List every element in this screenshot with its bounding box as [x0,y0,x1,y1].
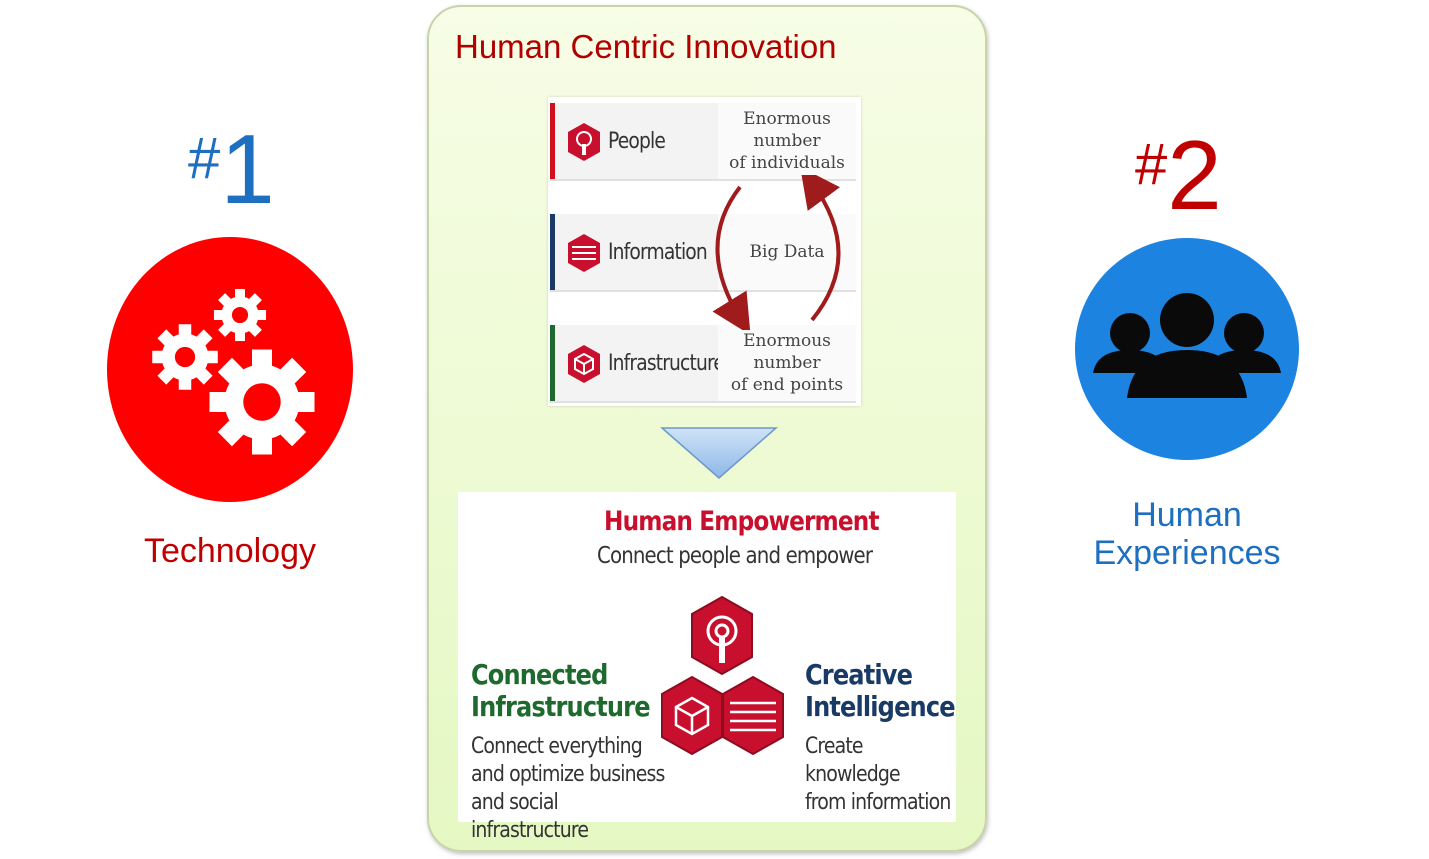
information-circuit-icon [568,234,600,272]
creative-title-line2: Intelligence [805,690,956,723]
layer-information-accent [550,214,555,290]
down-arrow-icon [660,427,778,479]
hexagon-infrastructure [661,675,723,756]
layer-people-desc-line2: of individuals [729,153,845,173]
layer-infrastructure-desc-line2: of end points [730,375,844,395]
hexagon-information [722,675,784,756]
connected-desc-line1: Connect everything [471,734,643,759]
creative-desc-line1: Create knowledge [805,734,901,787]
technology-label: Technology [143,532,316,570]
human-label-line2: Experiences [1093,534,1281,572]
technology-circle [107,237,353,502]
layer-infrastructure-label: Infrastructure [608,350,725,376]
creative-intelligence-title: Creative Intelligence [805,658,956,723]
human-experiences-label: Human Experiences [1060,496,1314,572]
gears-icon [152,288,315,455]
layer-infrastructure-accent [550,325,555,401]
creative-desc-line2: from information [805,790,951,815]
hexagon-cluster-icon [661,595,784,756]
panel-title: Human Centric Innovation [455,28,837,65]
layer-information-desc-line1: Big Data [749,242,825,262]
layer-people-label: People [608,128,666,154]
layer-infrastructure-desc-line1: Enormous number [743,331,831,373]
infrastructure-cube-icon [568,345,600,383]
connected-infrastructure-title: Connected Infrastructure [471,658,651,723]
layer-information: Information Big Data [550,214,856,292]
creative-intelligence-desc: Create knowledge from information [805,733,960,817]
layer-people-desc-line1: Enormous number [743,109,831,151]
rank-2-label: #2 [1135,126,1222,224]
connected-title-line1: Connected [471,658,608,691]
human-label-line1: Human [1132,496,1242,534]
layer-information-desc: Big Data [718,214,856,290]
people-group-icon [1093,293,1281,398]
human-empowerment-title: Human Empowerment [604,506,880,537]
connected-title-line2: Infrastructure [471,690,651,723]
rank-1-hash: # [188,126,221,191]
connected-desc-line3: and social infrastructure [471,790,589,843]
people-keyhole-icon [568,123,600,161]
layer-information-label: Information [608,239,708,265]
rank-1-number: 1 [220,114,275,224]
connected-infrastructure-desc: Connect everything and optimize business… [471,733,677,845]
rank-2-number: 2 [1167,120,1222,230]
connected-desc-line2: and optimize business [471,762,665,787]
human-empowerment-subtitle: Connect people and empower [597,543,873,569]
rank-1-label: #1 [188,120,275,218]
human-experiences-circle [1075,238,1299,460]
creative-title-line1: Creative [805,658,913,691]
layer-people-accent [550,103,555,179]
cycle-arrows-icon [712,175,841,330]
hexagon-people [691,595,753,676]
rank-2-hash: # [1135,132,1168,197]
